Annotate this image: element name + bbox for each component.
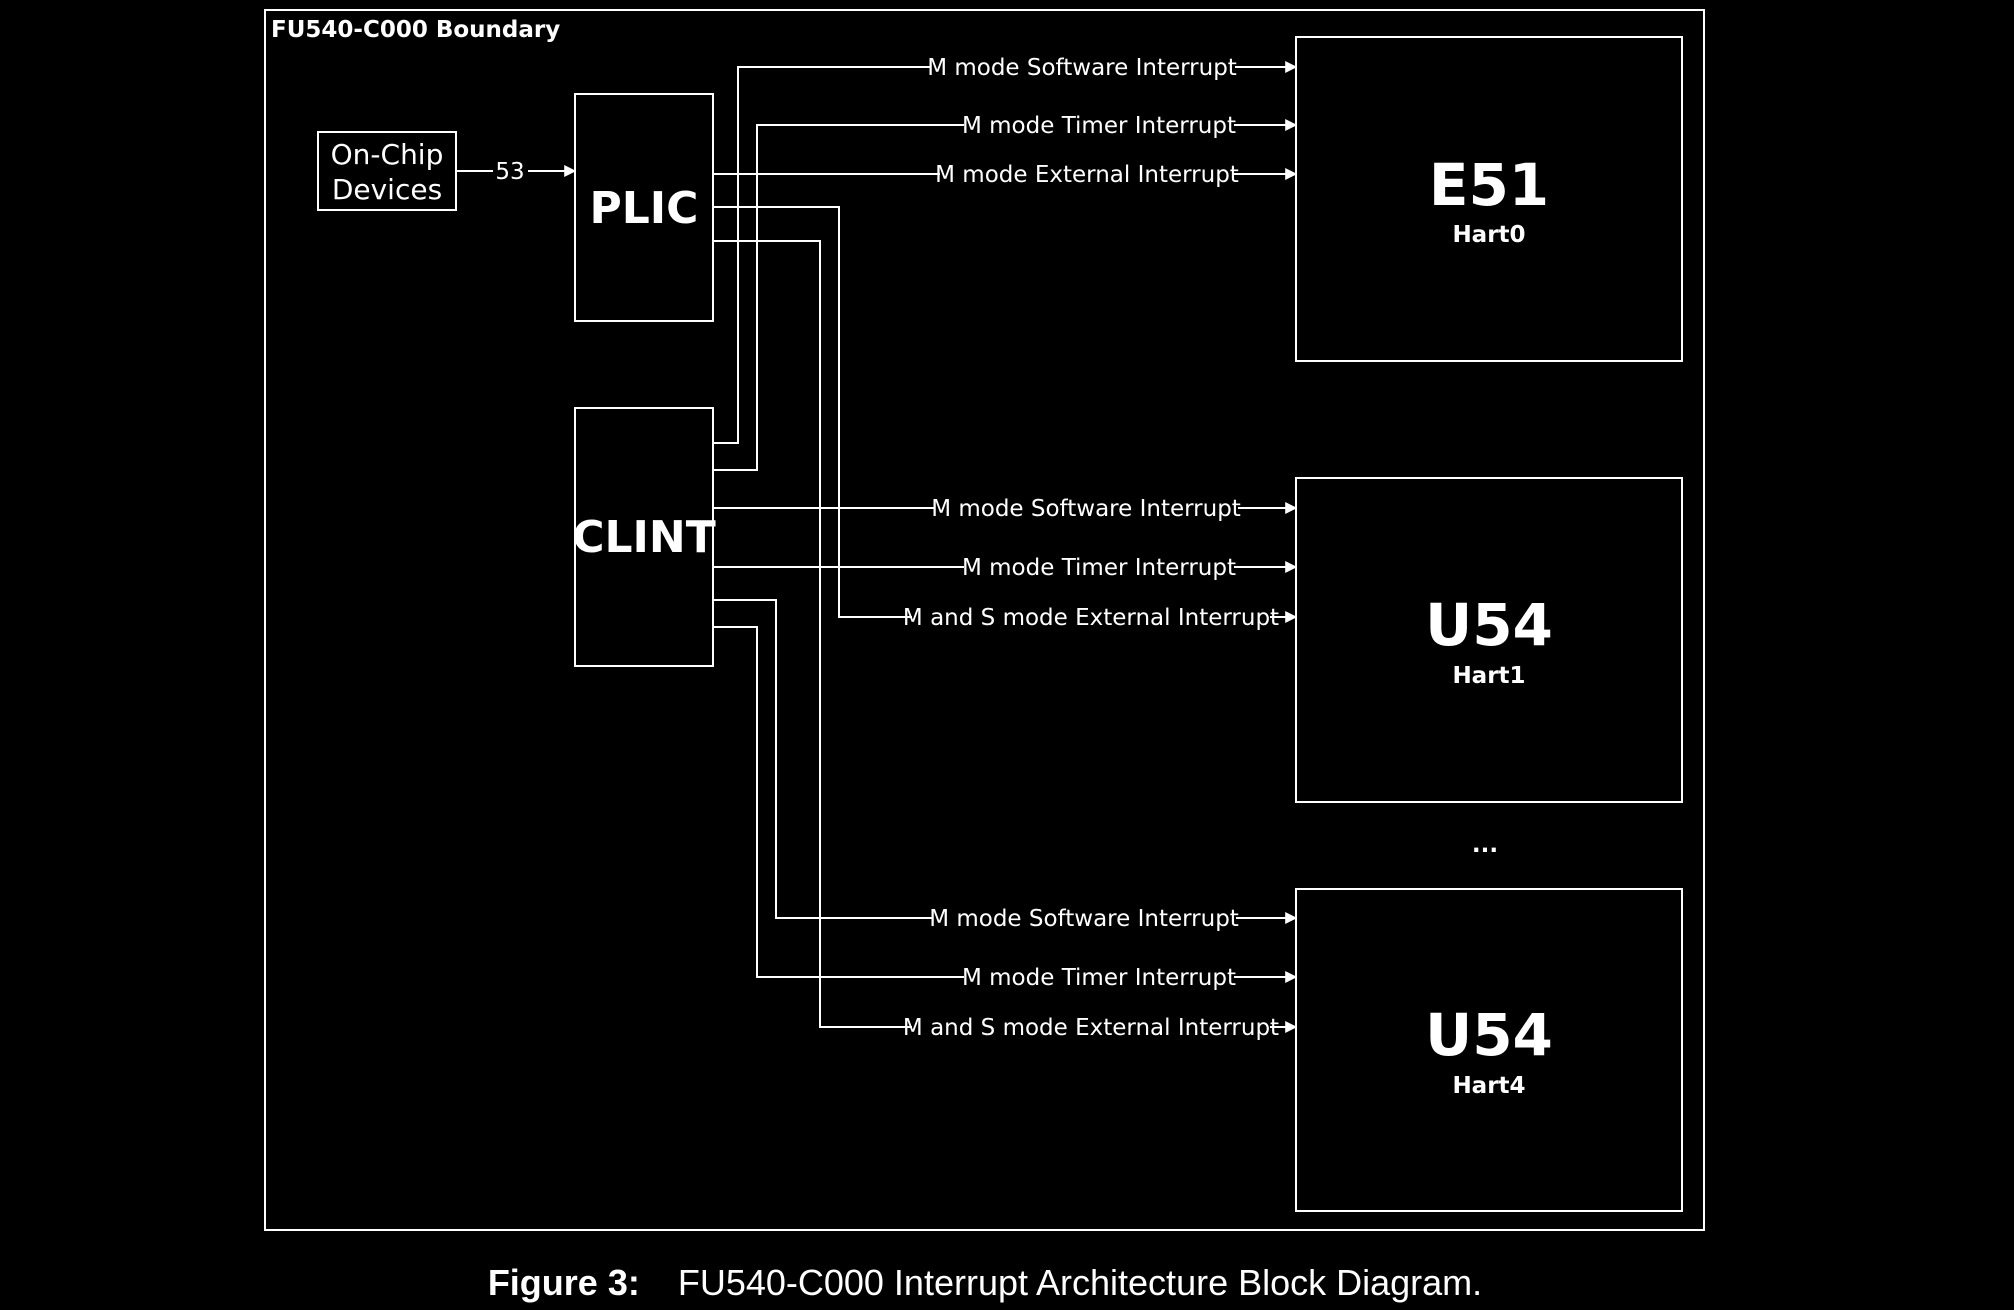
chip-boundary: [264, 9, 1705, 1231]
svg-text:M mode Timer Interrupt: M mode Timer Interrupt: [962, 555, 1236, 581]
svg-text:M mode Software Interrupt: M mode Software Interrupt: [929, 906, 1239, 932]
signal-label-hart1-external: M and S mode External Interrupt: [903, 603, 1279, 631]
signal-label-e51-external: M mode External Interrupt: [935, 160, 1239, 188]
signal-label-hart4-software: M mode Software Interrupt: [929, 904, 1239, 932]
signal-label-hart4-timer: M mode Timer Interrupt: [962, 963, 1236, 991]
svg-text:M mode Software Interrupt: M mode Software Interrupt: [931, 496, 1241, 522]
svg-text:M mode Software Interrupt: M mode Software Interrupt: [927, 55, 1237, 81]
signal-label-hart4-external: M and S mode External Interrupt: [903, 1013, 1279, 1041]
wire-hart4-software: [713, 599, 1298, 924]
figure-caption: Figure 3: FU540-C000 Interrupt Architect…: [488, 1262, 1482, 1303]
clint-block: [574, 407, 714, 667]
signal-label-e51-timer: M mode Timer Interrupt: [962, 111, 1236, 139]
core-box-u54-hart4: [1295, 888, 1683, 1212]
core-name-u54-hart4: U54: [1425, 1001, 1553, 1069]
svg-text:M and S mode External Interrup: M and S mode External Interrupt: [903, 1015, 1279, 1041]
hart-label-0: Hart0: [1452, 222, 1525, 248]
more-harts-ellipsis: ...: [1472, 832, 1498, 858]
svg-text:M mode Timer Interrupt: M mode Timer Interrupt: [962, 965, 1236, 991]
boundary-title: FU540-C000 Boundary: [271, 17, 560, 43]
svg-text:M and S mode External Interrup: M and S mode External Interrupt: [903, 605, 1279, 631]
hart-label-1: Hart1: [1452, 663, 1525, 689]
core-box-e51: [1295, 36, 1683, 362]
figure-caption-text: FU540-C000 Interrupt Architecture Block …: [678, 1262, 1482, 1303]
device-bus-width: 53: [495, 159, 524, 185]
figure-caption-label: Figure 3:: [488, 1262, 640, 1303]
signal-label-e51-software: M mode Software Interrupt: [927, 53, 1237, 81]
on-chip-devices-line1: On-Chip: [331, 138, 444, 171]
core-box-u54-hart1: [1295, 477, 1683, 803]
plic-label: PLIC: [590, 183, 699, 234]
signal-label-hart1-timer: M mode Timer Interrupt: [962, 553, 1236, 581]
on-chip-devices-line2: Devices: [332, 173, 442, 206]
clint-label: CLINT: [572, 512, 716, 563]
core-name-e51: E51: [1429, 151, 1549, 219]
hart-label-4: Hart4: [1452, 1073, 1525, 1099]
core-name-u54-hart1: U54: [1425, 591, 1553, 659]
signal-label-hart1-software: M mode Software Interrupt: [931, 494, 1241, 522]
svg-text:M mode External Interrupt: M mode External Interrupt: [935, 162, 1239, 188]
svg-text:M mode Timer Interrupt: M mode Timer Interrupt: [962, 113, 1236, 139]
